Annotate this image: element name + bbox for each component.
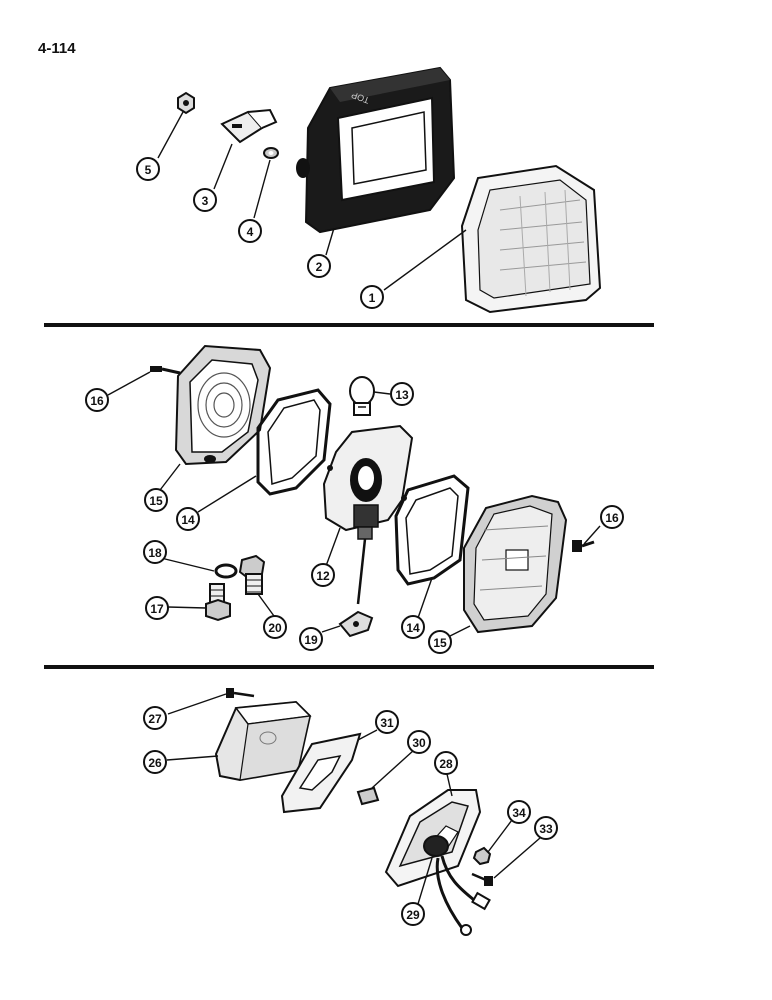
part-16-screw-left — [150, 366, 181, 375]
callout-31: 31 — [375, 710, 399, 734]
callout-3: 3 — [193, 188, 217, 212]
svg-text:31: 31 — [380, 716, 394, 730]
svg-text:26: 26 — [148, 756, 162, 770]
svg-text:27: 27 — [148, 712, 162, 726]
callout-19: 19 — [299, 627, 323, 651]
svg-text:33: 33 — [539, 822, 553, 836]
callout-1: 1 — [360, 285, 384, 309]
callout-30: 30 — [407, 730, 431, 754]
part-26-lens — [214, 700, 312, 782]
part-14-gasket-left — [256, 388, 332, 496]
callout-33: 33 — [534, 816, 558, 840]
section-warning-lamp: 16 13 15 14 12 18 17 20 19 14 15 16 — [85, 344, 624, 654]
part-31-gasket — [280, 732, 362, 814]
part-4-washer — [263, 147, 279, 159]
part-30-bulb — [356, 786, 380, 806]
callout-18: 18 — [143, 540, 167, 564]
svg-text:4: 4 — [247, 225, 254, 239]
svg-text:5: 5 — [145, 163, 152, 177]
svg-text:3: 3 — [202, 194, 209, 208]
part-12-socket-plate — [322, 424, 414, 605]
page-number: 4-114 — [38, 40, 76, 57]
svg-text:15: 15 — [433, 636, 447, 650]
svg-text:2: 2 — [316, 260, 323, 274]
section-headlamp: TOP 5 3 4 2 1 — [136, 66, 602, 314]
callout-15-left: 15 — [144, 488, 168, 512]
svg-text:12: 12 — [316, 569, 330, 583]
part-15-housing-left — [174, 344, 272, 466]
part-17-bolt — [205, 583, 231, 622]
part-29-socket-harness — [423, 835, 491, 936]
callout-28: 28 — [434, 751, 458, 775]
svg-text:16: 16 — [90, 394, 104, 408]
svg-text:34: 34 — [512, 806, 526, 820]
svg-text:19: 19 — [304, 633, 318, 647]
part-33-screw — [471, 872, 493, 886]
part-14-gasket-right — [394, 474, 470, 586]
part-34-nut — [472, 846, 492, 866]
svg-text:29: 29 — [406, 908, 420, 922]
callout-4: 4 — [238, 219, 262, 243]
svg-text:17: 17 — [150, 602, 164, 616]
callout-26: 26 — [143, 750, 167, 774]
callout-14-right: 14 — [401, 615, 425, 639]
callout-20: 20 — [263, 615, 287, 639]
svg-text:14: 14 — [406, 621, 420, 635]
part-27-screw — [226, 688, 255, 698]
callout-16-left: 16 — [85, 388, 109, 412]
svg-text:14: 14 — [181, 513, 195, 527]
svg-text:1: 1 — [369, 291, 376, 305]
callout-14-left: 14 — [176, 507, 200, 531]
svg-text:15: 15 — [149, 494, 163, 508]
callout-2: 2 — [307, 254, 331, 278]
part-19-grommet — [338, 610, 374, 638]
svg-text:28: 28 — [439, 757, 453, 771]
part-1-lens — [460, 164, 602, 314]
svg-text:16: 16 — [605, 511, 619, 525]
part-3-bracket — [220, 108, 278, 144]
part-20-bolt — [238, 554, 266, 595]
part-2-housing: TOP — [296, 66, 456, 234]
svg-text:13: 13 — [395, 388, 409, 402]
callout-27: 27 — [143, 706, 167, 730]
part-16-screw-right — [572, 540, 595, 552]
svg-text:18: 18 — [148, 546, 162, 560]
svg-text:20: 20 — [268, 621, 282, 635]
part-13-bulb — [349, 376, 375, 416]
callout-5: 5 — [136, 157, 160, 181]
part-15-housing-right — [463, 494, 568, 634]
callout-29: 29 — [401, 902, 425, 926]
callout-17: 17 — [145, 596, 169, 620]
callout-13: 13 — [390, 382, 414, 406]
callout-12: 12 — [311, 563, 335, 587]
section-tail-lamp: 27 26 31 30 28 34 33 29 — [143, 688, 558, 936]
callout-34: 34 — [507, 800, 531, 824]
svg-text:30: 30 — [412, 736, 426, 750]
callout-16-right: 16 — [600, 505, 624, 529]
part-18-lock-washer — [214, 563, 238, 579]
callout-15-right: 15 — [428, 630, 452, 654]
part-5-nut — [177, 91, 195, 115]
